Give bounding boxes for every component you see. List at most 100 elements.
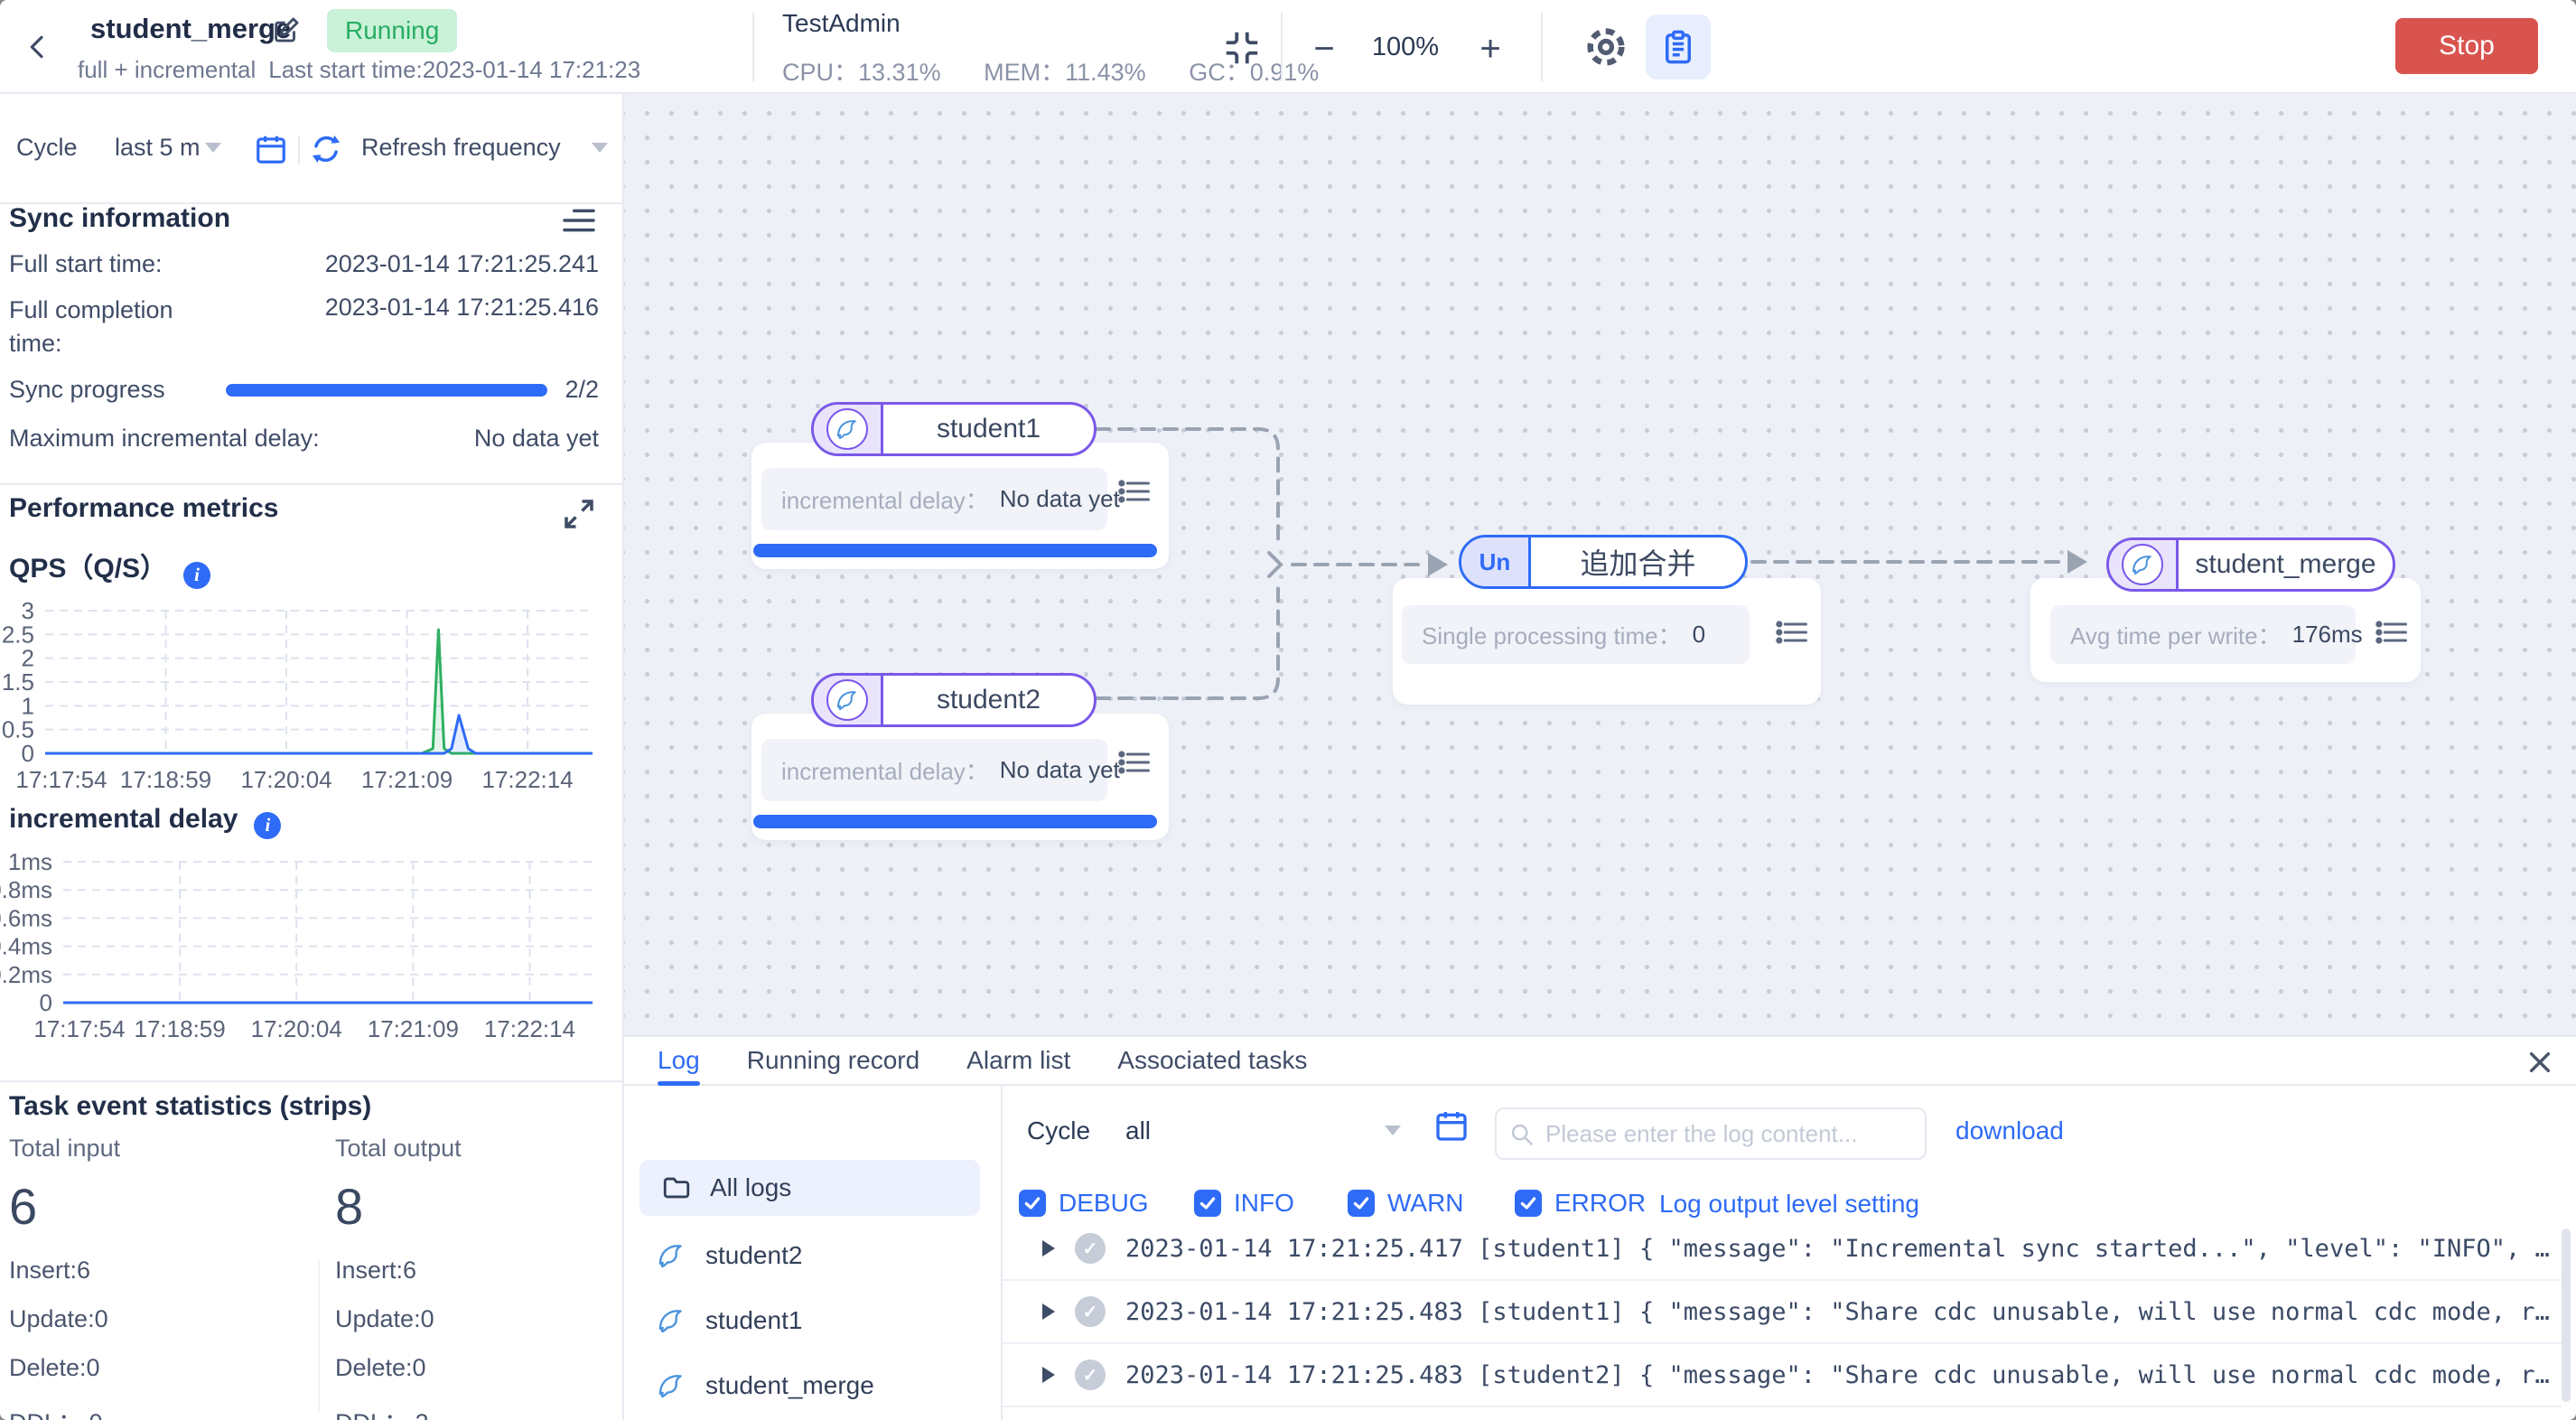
- full-completion-value: 2023-01-14 17:21:25.416: [324, 294, 599, 321]
- svg-text:17:22:14: 17:22:14: [484, 1015, 575, 1042]
- log-level-error[interactable]: ERROR: [1515, 1189, 1646, 1218]
- sync-type: full + incremental: [78, 56, 257, 83]
- stop-button[interactable]: Stop: [2395, 18, 2538, 74]
- node-menu-icon[interactable]: [1118, 477, 1151, 506]
- svg-text:17:22:14: 17:22:14: [481, 766, 573, 793]
- student1-stats-card: incremental delay： No data yet: [751, 443, 1169, 569]
- search-icon: [1511, 1124, 1533, 1145]
- node-menu-icon[interactable]: [2375, 618, 2408, 647]
- expand-caret-icon[interactable]: [1042, 1303, 1055, 1320]
- fit-view-icon[interactable]: [1221, 27, 1263, 69]
- log-cycle-select[interactable]: all: [1125, 1116, 1152, 1144]
- log-source-student1[interactable]: student1: [639, 1303, 802, 1339]
- tab-log[interactable]: Log: [658, 1037, 700, 1086]
- log-level-debug[interactable]: DEBUG: [1019, 1189, 1149, 1218]
- log-level-warn[interactable]: WARN: [1348, 1189, 1464, 1218]
- edit-icon[interactable]: [271, 14, 302, 45]
- sidebar: Cycle last 5 m Refresh frequency Sync in…: [0, 94, 624, 1420]
- svg-text:1: 1: [22, 692, 34, 719]
- task-title: student_merge: [90, 13, 292, 44]
- performance-title: Performance metrics: [9, 493, 279, 523]
- student2-delay-box: incremental delay： No data yet: [761, 739, 1120, 801]
- chevron-down-icon[interactable]: [592, 143, 608, 153]
- checkbox-icon[interactable]: [1515, 1190, 1542, 1217]
- info-icon[interactable]: i: [183, 561, 211, 589]
- close-icon[interactable]: [2525, 1048, 2554, 1077]
- node-student2[interactable]: student2: [811, 673, 1097, 727]
- expand-icon[interactable]: [560, 495, 598, 533]
- node-label: student1: [936, 414, 1041, 444]
- mysql-icon: [655, 1239, 687, 1272]
- log-row[interactable]: ✓ 2023-01-14 17:21:25.483 [student2] { "m…: [1003, 1344, 2562, 1407]
- node-student-merge[interactable]: student_merge: [2106, 537, 2395, 592]
- divider: [0, 1080, 624, 1082]
- svg-text:1ms: 1ms: [8, 848, 52, 875]
- node-student1[interactable]: student1: [811, 402, 1097, 456]
- log-source-student_merge[interactable]: student_merge: [639, 1368, 874, 1404]
- expand-caret-icon[interactable]: [1042, 1240, 1055, 1257]
- refresh-icon[interactable]: [309, 132, 343, 166]
- success-status-icon: ✓: [1075, 1359, 1106, 1390]
- refresh-frequency-select[interactable]: Refresh frequency: [361, 134, 561, 161]
- tab-running-record[interactable]: Running record: [747, 1037, 919, 1084]
- list-menu-icon[interactable]: [562, 206, 596, 235]
- zoom-out-button[interactable]: −: [1313, 28, 1335, 69]
- svg-text:2: 2: [22, 645, 34, 672]
- checkbox-icon[interactable]: [1019, 1190, 1046, 1217]
- log-row-text: 2023-01-14 17:21:25.483 [student2] { "me…: [1125, 1360, 2550, 1389]
- stat-row: DDL： 2: [335, 1403, 606, 1420]
- tab-alarm-list[interactable]: Alarm list: [966, 1037, 1070, 1084]
- dag-canvas[interactable]: incremental delay： No data yet student1 …: [624, 94, 2576, 1035]
- log-panel: Log Running record Alarm list Associated ta…: [624, 1035, 2576, 1420]
- log-source-all-logs[interactable]: All logs: [639, 1160, 980, 1216]
- owner-name: TestAdmin: [782, 9, 901, 37]
- download-link[interactable]: download: [1955, 1116, 2064, 1144]
- stat-row: Update:0: [9, 1305, 108, 1332]
- divider: [1281, 13, 1283, 81]
- scrollbar[interactable]: [2562, 1228, 2571, 1402]
- studentmerge-write-box: Avg time per write： 176ms: [2050, 605, 2363, 664]
- log-source-student2[interactable]: student2: [639, 1238, 802, 1274]
- success-status-icon: ✓: [1075, 1233, 1106, 1264]
- last-start-time: Last start time:2023-01-14 17:21:23: [268, 56, 641, 83]
- info-icon[interactable]: i: [254, 811, 282, 839]
- log-search-box[interactable]: [1495, 1107, 1927, 1160]
- log-row[interactable]: !: [1003, 1407, 2562, 1420]
- stat-col-title: Total input: [9, 1135, 121, 1162]
- chevron-down-icon[interactable]: [1385, 1126, 1401, 1135]
- tab-label: Running record: [746, 1046, 920, 1074]
- node-append-merge[interactable]: Un 追加合并: [1459, 535, 1748, 589]
- tab-associated-tasks[interactable]: Associated tasks: [1117, 1037, 1307, 1084]
- log-level-info[interactable]: INFO: [1194, 1189, 1294, 1218]
- back-icon[interactable]: [23, 33, 52, 61]
- log-row[interactable]: ✓2023-01-14 17:21:25.483 [student1] { "m…: [1003, 1281, 2562, 1344]
- node-menu-icon[interactable]: [1776, 618, 1808, 647]
- stat-value: No data yet: [999, 485, 1120, 512]
- log-row-text: 2023-01-14 17:21:25.483 [student1] { "me…: [1125, 1297, 2550, 1326]
- expand-caret-icon[interactable]: [1042, 1367, 1055, 1383]
- chevron-down-icon[interactable]: [205, 143, 221, 153]
- zoom-in-button[interactable]: +: [1479, 28, 1501, 69]
- sync-progress-label: Sync progress: [9, 376, 165, 403]
- svg-text:0.5: 0.5: [2, 716, 34, 743]
- log-level-setting-link[interactable]: Log output level setting: [1659, 1190, 1919, 1218]
- checkbox-icon[interactable]: [1348, 1190, 1375, 1217]
- mem-label: MEM：: [984, 59, 1066, 86]
- calendar-icon[interactable]: [254, 132, 288, 166]
- svg-text:3: 3: [22, 597, 34, 624]
- cycle-select[interactable]: last 5 m: [115, 134, 201, 161]
- stat-value: No data yet: [999, 756, 1120, 783]
- node-menu-icon[interactable]: [1118, 748, 1151, 777]
- calendar-icon[interactable]: [1433, 1107, 1470, 1144]
- task-detail-panel-button[interactable]: [1646, 14, 1711, 79]
- checkbox-icon[interactable]: [1194, 1190, 1221, 1217]
- settings-gear-icon[interactable]: [1582, 23, 1629, 70]
- stat-value: 176ms: [2291, 621, 2363, 648]
- divider: [0, 202, 624, 204]
- header: student_merge Running full + incremental…: [0, 0, 2576, 94]
- stat-col-total: 6: [9, 1178, 38, 1235]
- log-search-input[interactable]: [1544, 1113, 1909, 1154]
- full-start-value: 2023-01-14 17:21:25.241: [324, 250, 599, 277]
- log-row[interactable]: ✓2023-01-14 17:21:25.417 [student1] { "m…: [1003, 1223, 2562, 1281]
- svg-text:17:20:04: 17:20:04: [251, 1015, 342, 1042]
